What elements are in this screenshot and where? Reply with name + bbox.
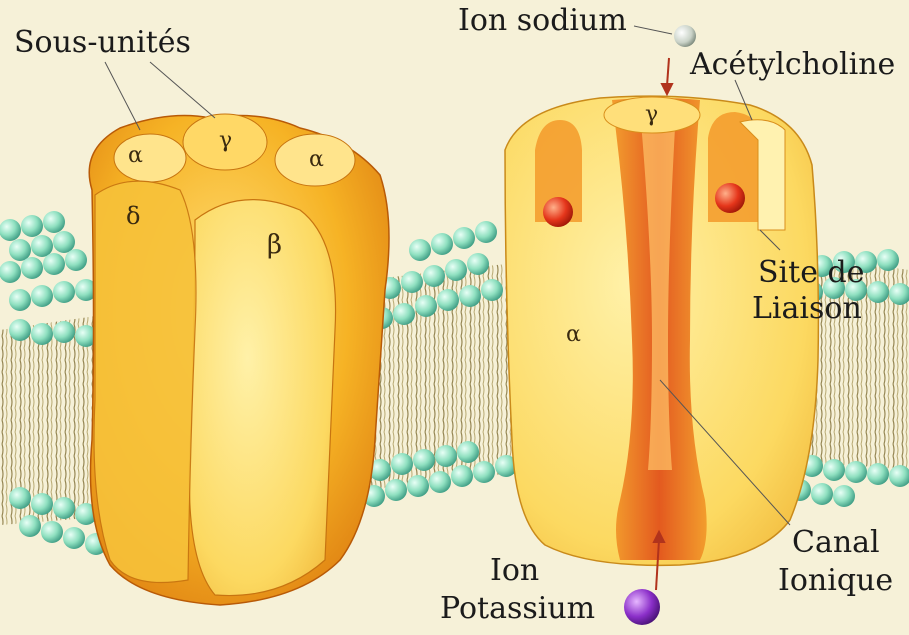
label-site-de: Site de (758, 258, 864, 288)
subunit-delta: δ (126, 202, 140, 230)
potassium-ion (624, 589, 660, 625)
label-ion: Ion (490, 556, 539, 586)
label-sous-unites: Sous-unités (14, 28, 191, 58)
subunit-beta: β (267, 230, 282, 260)
subunit-alpha-left: α (128, 143, 143, 168)
label-potassium: Potassium (440, 594, 595, 624)
receptor-closed (89, 114, 389, 605)
label-ionique: Ionique (778, 566, 893, 596)
receptor-cutaway (505, 96, 818, 565)
binding-site-ball-left (543, 197, 573, 227)
subunit-gamma: γ (219, 128, 232, 153)
label-liaison: Liaison (752, 294, 862, 324)
subunit-gamma-cut: γ (645, 102, 658, 127)
label-canal: Canal (792, 528, 880, 558)
subunit-alpha-cut: α (566, 322, 581, 347)
sodium-ion (674, 25, 696, 47)
label-acetylcholine: Acétylcholine (690, 50, 895, 80)
label-ion-sodium: Ion sodium (458, 6, 627, 36)
subunit-alpha-right: α (309, 147, 324, 172)
binding-site-ball-right (715, 183, 745, 213)
